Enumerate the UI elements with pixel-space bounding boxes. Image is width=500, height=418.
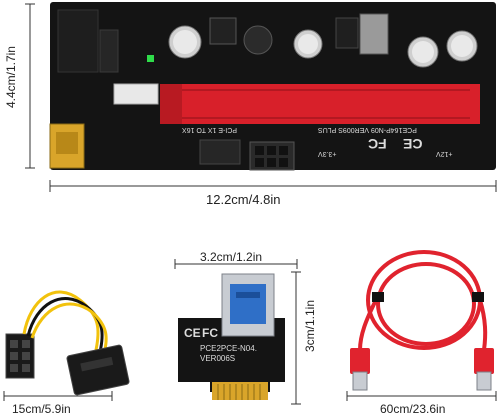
adapter-model-line2: VER006S xyxy=(200,354,236,363)
power-connector-block xyxy=(57,9,99,73)
sata-power-plug xyxy=(66,344,130,396)
adapter-ce-mark: CE xyxy=(184,326,201,340)
cable-tie xyxy=(372,292,384,302)
capacitor-icon xyxy=(168,25,478,68)
adapter-model-line1: PCE2PCE-N04. xyxy=(200,344,257,353)
usb-plug-left xyxy=(350,348,370,374)
power-cable-length-label: 15cm/5.9in xyxy=(12,402,71,416)
usb-plug-right xyxy=(474,348,494,374)
usb-cable-length-label: 60cm/23.6in xyxy=(380,402,446,416)
ic-chip xyxy=(209,17,237,45)
adapter-fcc-mark: FC xyxy=(202,326,218,340)
inductor xyxy=(243,25,273,55)
pcie-x16-slot xyxy=(160,84,480,124)
adapter-width-label: 3.2cm/1.2in xyxy=(200,250,263,264)
green-led xyxy=(147,55,154,62)
regulator xyxy=(359,13,389,55)
board-width-label: 12.2cm/4.8in xyxy=(206,192,281,207)
slot-clip xyxy=(113,83,159,105)
